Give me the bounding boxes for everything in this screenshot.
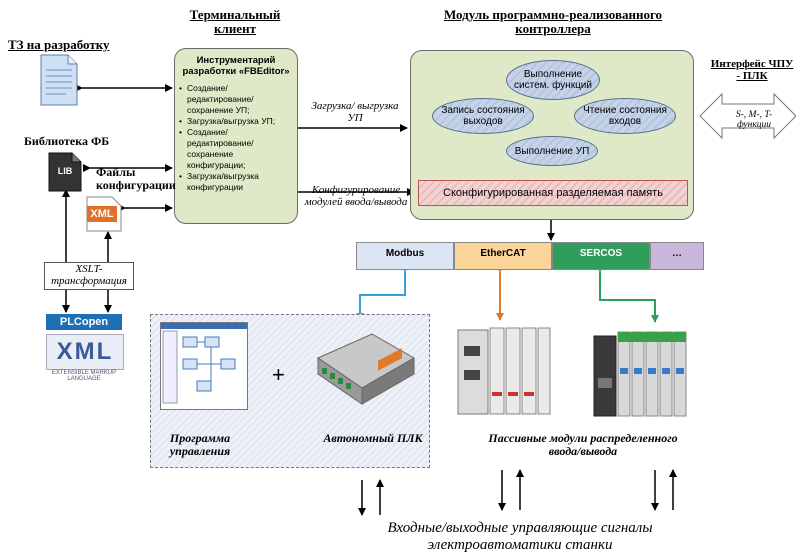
toolbox-item: Загрузка/выгрузка УП; bbox=[179, 116, 293, 127]
plcopen-xml-logo: PLCopen XML EXTENSIBLE MARKUP LANGUAGE bbox=[40, 314, 128, 384]
sercos-module-image bbox=[592, 328, 692, 420]
exec-up-node: Выполнение УП bbox=[506, 136, 598, 166]
terminal-client-header: Терминальный клиент bbox=[189, 7, 281, 36]
tz-header: ТЗ на разработку bbox=[8, 37, 110, 52]
xml-file-icon: XML bbox=[86, 196, 122, 232]
program-label: Программа управления bbox=[169, 431, 231, 458]
read-inputs-node: Чтение состояния входов bbox=[574, 98, 676, 134]
config-io-label: Конфигурирование модулей ввода/вывода bbox=[304, 184, 408, 208]
controller-module-header: Модуль программно-реализованного контрол… bbox=[443, 7, 663, 36]
xslt-box: XSLT-трансформация bbox=[44, 262, 134, 290]
io-signals-caption: Входные/выходные управляющие сигналы эле… bbox=[387, 520, 653, 553]
autonomous-plc-device bbox=[312, 328, 416, 408]
cnc-interface-arrow bbox=[699, 92, 796, 140]
document-icon bbox=[40, 54, 78, 106]
passive-modules-label: Пассивные модули распределенного ввода/в… bbox=[488, 431, 678, 458]
toolbox-title: Инструментарий разработки «FBEditor» bbox=[182, 55, 290, 77]
config-files-label: Файлы конфигурации bbox=[96, 165, 176, 192]
ethercat-module-image bbox=[456, 322, 552, 418]
bus-other: … bbox=[650, 242, 704, 270]
autonomous-plc-label: Автономный ПЛК bbox=[323, 431, 423, 445]
bus-sercos: SERCOS bbox=[552, 242, 650, 270]
shared-memory-block: Сконфигурированная разделяемая память bbox=[418, 180, 688, 206]
toolbox-item: Создание/ редактирование/ сохранение кон… bbox=[179, 127, 293, 171]
toolbox-item: Создание/ редактирование/ сохранение УП; bbox=[179, 83, 293, 116]
fb-library-label: Библиотека ФБ bbox=[24, 134, 110, 148]
lib-icon: LIB bbox=[48, 152, 82, 192]
toolbox-item: Загрузка/выгрузка конфигурации bbox=[179, 171, 293, 193]
bus-modbus: Modbus bbox=[356, 242, 454, 270]
toolbox-list: Создание/ редактирование/ сохранение УП;… bbox=[175, 83, 297, 193]
write-outputs-node: Запись состояния выходов bbox=[432, 98, 534, 134]
cnc-signals-label: S-, M-, T-функции bbox=[735, 110, 773, 130]
load-up-label: Загрузка/ выгрузка УП bbox=[311, 100, 399, 124]
fbeditor-toolbox: Инструментарий разработки «FBEditor» Соз… bbox=[174, 48, 298, 224]
cnc-interface-header: Интерфейс ЧПУ - ПЛК bbox=[710, 58, 794, 82]
exec-sys-node: Выполнение систем. функций bbox=[506, 60, 600, 100]
program-screenshot bbox=[160, 322, 248, 410]
plus-sign: + bbox=[272, 362, 285, 387]
bus-ethercat: EtherCAT bbox=[454, 242, 552, 270]
